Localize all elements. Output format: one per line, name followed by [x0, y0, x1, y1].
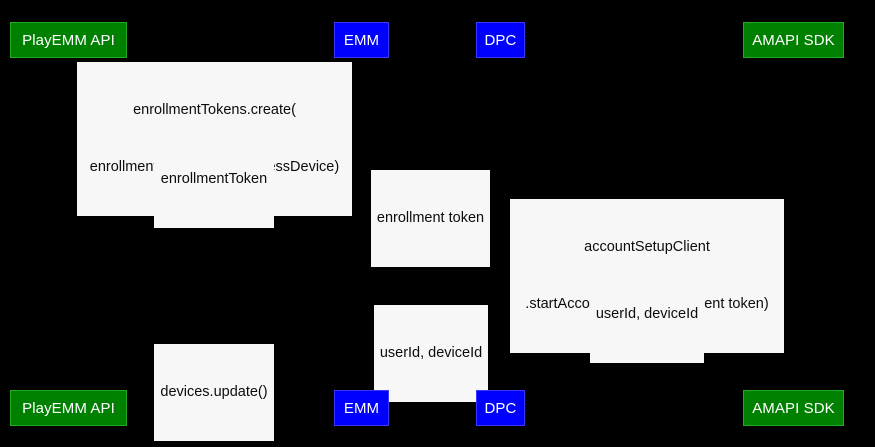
participant-label: AMAPI SDK [752, 399, 835, 417]
participant-bottom-amapi-sdk[interactable]: AMAPI SDK [743, 390, 844, 426]
participant-label: EMM [343, 31, 380, 49]
message-line-1: enrollment token [376, 210, 485, 226]
participant-bottom-emm[interactable]: EMM [334, 390, 389, 426]
message-label-userid-deviceid-dpc-to-emm: userId, deviceId [374, 305, 488, 402]
participant-bottom-dpc[interactable]: DPC [476, 390, 525, 426]
message-line-1: enrollmentTokens.create( [133, 102, 296, 118]
message-label-enrollment-token-transfer: enrollment token [371, 170, 490, 267]
participant-top-emm[interactable]: EMM [334, 22, 389, 58]
participant-label: PlayEMM API [22, 31, 115, 49]
participant-bottom-playemm-api[interactable]: PlayEMM API [10, 390, 127, 426]
message-label-devices-update: devices.update() [154, 344, 274, 441]
participant-top-amapi-sdk[interactable]: AMAPI SDK [743, 22, 844, 58]
participant-label: DPC [484, 31, 517, 49]
participant-label: DPC [484, 399, 517, 417]
message-label-userid-deviceid-sdk-to-dpc: userId, deviceId [590, 266, 704, 363]
participant-top-dpc[interactable]: DPC [476, 22, 525, 58]
message-line-1: accountSetupClient [584, 239, 710, 255]
participant-label: EMM [343, 399, 380, 417]
participant-label: PlayEMM API [22, 399, 115, 417]
message-line-1: enrollmentToken [160, 171, 268, 187]
message-line-1: devices.update() [160, 384, 268, 400]
participant-label: AMAPI SDK [752, 31, 835, 49]
message-line-1: userId, deviceId [379, 345, 483, 361]
participant-top-playemm-api[interactable]: PlayEMM API [10, 22, 127, 58]
message-label-enrollment-token-response: enrollmentToken [154, 131, 274, 228]
message-line-1: userId, deviceId [595, 306, 699, 322]
